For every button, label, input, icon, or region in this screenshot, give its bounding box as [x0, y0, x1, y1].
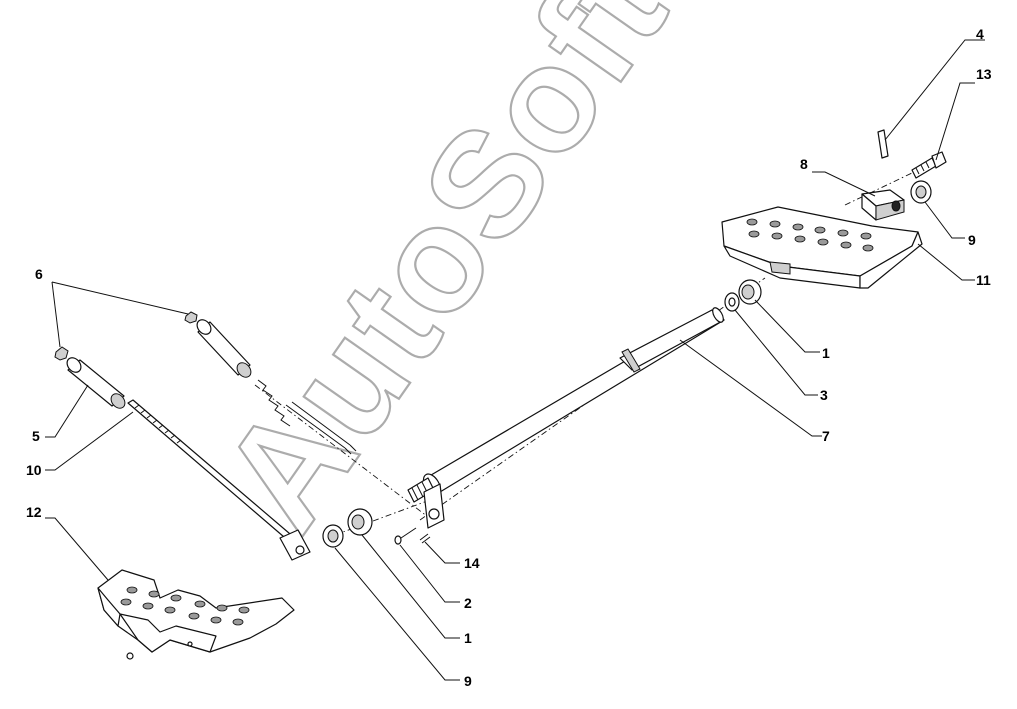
pedal-holes-right — [746, 218, 874, 252]
leader-4 — [884, 39, 985, 141]
callout-10: 10 — [26, 462, 42, 478]
part-2-clevis-pin — [394, 527, 417, 545]
callout-1-left: 1 — [464, 630, 472, 646]
part-9-nut-left — [322, 524, 344, 548]
callout-11: 11 — [976, 272, 991, 288]
callout-12: 12 — [26, 504, 42, 520]
leader-8 — [812, 171, 876, 197]
leader-12 — [45, 517, 109, 581]
leader-3 — [734, 309, 818, 396]
part-9-nut-right — [910, 180, 932, 204]
callout-5: 5 — [32, 428, 40, 444]
part-6-nut — [54, 311, 198, 361]
callout-3: 3 — [820, 387, 828, 403]
part-14-split-pin — [419, 533, 431, 544]
callout-13: 13 — [976, 66, 992, 82]
callout-1-right: 1 — [822, 345, 830, 361]
part-5-rod-sleeve — [66, 357, 126, 409]
callout-6: 6 — [35, 266, 43, 282]
leader-11 — [917, 243, 975, 281]
leader-1-right — [754, 299, 820, 353]
part-8-bracket-block — [861, 189, 905, 221]
leader-lines — [45, 39, 985, 681]
leader-6b — [51, 281, 189, 315]
leader-2 — [399, 544, 460, 603]
callout-4: 4 — [976, 26, 984, 42]
leader-9-right — [924, 201, 965, 239]
leader-9-left — [334, 547, 460, 681]
callout-8: 8 — [800, 156, 808, 172]
part-3-washer — [724, 292, 740, 312]
leader-1-left — [361, 534, 460, 639]
leader-7 — [679, 339, 822, 437]
spring-linkage — [257, 379, 357, 455]
callout-14: 14 — [464, 555, 480, 571]
part-11-right-pedal — [721, 206, 923, 289]
callout-7: 7 — [822, 428, 830, 444]
callout-9-left: 9 — [464, 673, 472, 689]
part-1-bushing-right — [738, 279, 762, 305]
callout-9-right: 9 — [968, 232, 976, 248]
part-1-bushing-left — [347, 508, 373, 536]
leader-10 — [45, 411, 134, 471]
part-13-bolt — [911, 151, 947, 179]
leader-13 — [935, 82, 975, 161]
callout-labels: 4 13 8 9 11 1 3 7 6 5 10 12 14 2 1 9 — [26, 26, 992, 689]
part-5-rod-sleeve-upper — [196, 319, 252, 378]
part-7-pedal-shaft — [407, 307, 725, 529]
leader-14 — [424, 541, 460, 564]
part-10-linkage-rod — [127, 399, 311, 561]
part-4-cotter-pin — [877, 129, 889, 159]
part-12-left-pedal — [97, 569, 295, 660]
callout-2: 2 — [464, 595, 472, 611]
leader-5 — [45, 384, 89, 438]
leader-6 — [51, 281, 61, 348]
pedal-holes-left — [120, 586, 250, 626]
